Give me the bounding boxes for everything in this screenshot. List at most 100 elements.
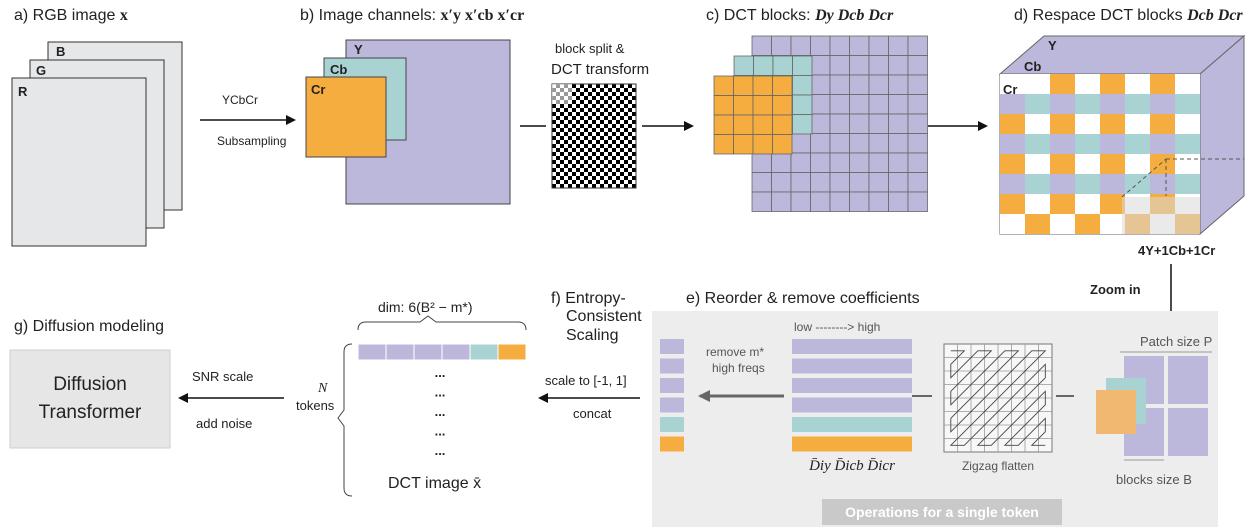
y-dct-block — [868, 74, 889, 95]
y-dct-block — [751, 172, 772, 193]
token-segment — [357, 343, 387, 361]
snr-label: SNR scale — [192, 369, 253, 384]
reduced-coefficient — [660, 378, 684, 393]
respaced-cell — [1000, 154, 1025, 174]
y-dct-block — [829, 94, 850, 115]
patch-size-label: Patch size P — [1140, 334, 1212, 349]
respaced-cell — [1000, 214, 1025, 234]
n-brace — [337, 343, 353, 497]
cr-block — [1096, 390, 1136, 434]
y-dct-block — [751, 152, 772, 173]
cr-dct-block — [752, 75, 773, 96]
token-dots: ............... — [435, 365, 446, 458]
y-dct-block — [868, 35, 889, 56]
respaced-cell — [1000, 174, 1025, 194]
concat-label: concat — [573, 406, 612, 421]
y-dct-block — [849, 133, 870, 154]
reduced-coefficient — [660, 397, 684, 413]
y-dct-block — [888, 55, 909, 76]
respaced-cell — [1000, 74, 1025, 94]
respaced-cell — [1000, 114, 1025, 134]
y-dct-block — [888, 133, 909, 154]
cr-dct-block — [752, 114, 773, 135]
token-ellipsis: ... — [435, 443, 446, 458]
dct-image-caption: DCT image x̄ — [388, 475, 481, 492]
respaced-cell — [1150, 94, 1175, 114]
panel-f-title-2: Consistent — [566, 308, 642, 325]
n-label: N — [317, 381, 328, 396]
respaced-cell — [1050, 114, 1075, 134]
label-cr-d: Cr — [1003, 82, 1017, 97]
y-dct-block — [868, 55, 889, 76]
block-split-label: block split & — [555, 41, 625, 56]
respaced-cell — [1125, 154, 1150, 174]
cr-dct-block — [733, 95, 754, 116]
label-cb: Cb — [330, 62, 347, 77]
y-dct-block — [829, 35, 850, 56]
y-dct-block — [771, 152, 792, 173]
cr-dct-block — [772, 95, 793, 116]
respaced-cell — [1150, 154, 1175, 174]
reduced-coefficient — [660, 358, 684, 374]
y-dct-block — [810, 172, 831, 193]
respaced-cell — [1175, 174, 1200, 194]
y-dct-block — [829, 172, 850, 193]
dct-basis-image — [551, 83, 637, 189]
label-y-d: Y — [1048, 38, 1057, 53]
cr-dct-block — [713, 134, 734, 155]
respaced-cell — [1175, 154, 1200, 174]
d-bar-labels: D̄iy D̄icb D̄icr — [808, 458, 895, 474]
y-dct-block — [829, 152, 850, 173]
y-dct-block — [888, 94, 909, 115]
respaced-cell — [1175, 114, 1200, 134]
panel-footer-label: Operations for a single token — [845, 504, 1039, 520]
token-segment — [441, 343, 471, 361]
respaced-cell — [1125, 74, 1150, 94]
respaced-cell — [1025, 94, 1050, 114]
respaced-cell — [1100, 114, 1125, 134]
cb-dct-block — [792, 75, 813, 96]
panel-f-title-3: Scaling — [566, 327, 618, 344]
y-dct-block — [790, 172, 811, 193]
respaced-cell — [1150, 174, 1175, 194]
high-freqs-label: high freqs — [712, 361, 765, 375]
y-dct-block — [907, 113, 928, 134]
respaced-cell — [1025, 174, 1050, 194]
y-dct-block — [868, 94, 889, 115]
respaced-cell — [1075, 114, 1100, 134]
respaced-cell — [1050, 154, 1075, 174]
coefficient-bars — [792, 339, 912, 452]
y-dct-block — [829, 74, 850, 95]
respaced-cell — [1025, 194, 1050, 214]
respaced-cell — [1100, 194, 1125, 214]
dct-block-grids — [713, 35, 928, 212]
y-dct-block — [790, 152, 811, 173]
y-dct-block — [790, 35, 811, 56]
label-y: Y — [354, 42, 363, 57]
y-dct-block — [751, 35, 772, 56]
token-row — [357, 343, 527, 361]
coefficient-bar — [792, 339, 912, 354]
y-dct-block — [829, 55, 850, 76]
cr-dct-block — [713, 75, 734, 96]
coefficient-bar — [792, 397, 912, 413]
panel-a-title: a) RGB image x — [14, 7, 128, 24]
respaced-cell — [1025, 74, 1050, 94]
token-composition-label: 4Y+1Cb+1Cr — [1138, 243, 1215, 258]
y-dct-block — [771, 35, 792, 56]
y-dct-block — [849, 55, 870, 76]
token-ellipsis: ... — [435, 385, 446, 400]
y-dct-block — [810, 152, 831, 173]
respaced-cell — [1100, 74, 1125, 94]
y-dct-block — [888, 74, 909, 95]
tokens-label: tokens — [296, 398, 335, 413]
y-dct-block — [810, 74, 831, 95]
cb-dct-block — [772, 55, 793, 76]
respaced-cell — [1025, 114, 1050, 134]
reduced-coefficient — [660, 436, 684, 452]
y-dct-block — [790, 133, 811, 154]
reduced-coefficient-stack — [660, 339, 684, 452]
respaced-cell — [1100, 174, 1125, 194]
respaced-cell — [1175, 134, 1200, 154]
respaced-cell — [1125, 134, 1150, 154]
